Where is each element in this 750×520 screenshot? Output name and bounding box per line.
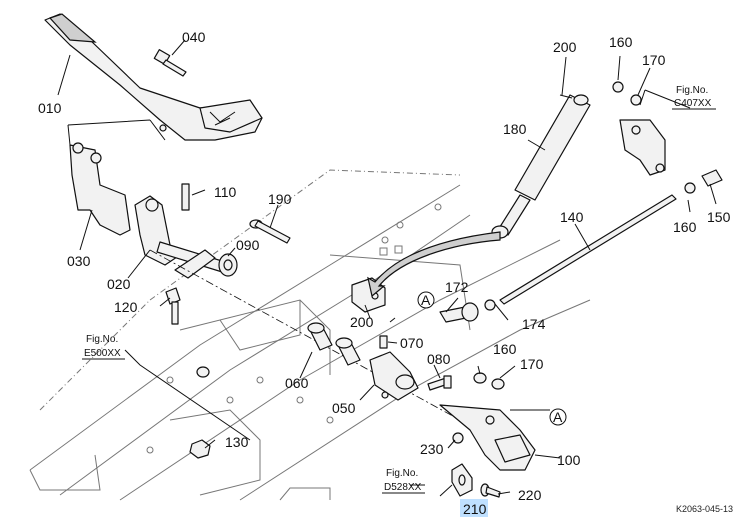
ref-d528-number: D528XX bbox=[384, 482, 422, 493]
direction-arrow bbox=[367, 231, 501, 298]
label-174: 174 bbox=[522, 316, 546, 332]
leader-lines bbox=[57, 39, 717, 497]
bracket-030 bbox=[67, 119, 166, 236]
label-180: 180 bbox=[503, 121, 527, 137]
label-010: 010 bbox=[38, 100, 62, 116]
clip-210 bbox=[451, 463, 473, 497]
label-160-top: 160 bbox=[609, 34, 633, 50]
pin-200-upper bbox=[559, 94, 573, 99]
label-150: 150 bbox=[707, 209, 731, 225]
ref-c407-number: C407XX bbox=[674, 98, 712, 109]
label-090: 090 bbox=[236, 237, 260, 253]
marker-a-right-label: A bbox=[553, 409, 563, 425]
highlight-210 bbox=[460, 499, 488, 517]
brake-pedal-010 bbox=[44, 13, 263, 141]
marker-a-right bbox=[510, 408, 567, 426]
label-160-mid: 160 bbox=[493, 341, 517, 357]
boss-050 bbox=[369, 351, 419, 401]
marker-a-left-label: A bbox=[421, 292, 431, 308]
lever-100 bbox=[439, 404, 536, 471]
label-040: 040 bbox=[182, 29, 206, 45]
ref-c407-fig: Fig.No. bbox=[676, 85, 708, 96]
pedal-arm-020 bbox=[134, 195, 236, 279]
bolt-120 bbox=[165, 287, 181, 325]
label-172: 172 bbox=[445, 279, 469, 295]
label-220: 220 bbox=[518, 487, 542, 503]
label-120: 120 bbox=[114, 299, 138, 315]
gas-spring-180 bbox=[491, 94, 591, 239]
label-030: 030 bbox=[67, 253, 91, 269]
pin-190 bbox=[249, 219, 291, 244]
grease-fitting-070 bbox=[379, 335, 388, 349]
joint-172 bbox=[439, 302, 479, 323]
label-230: 230 bbox=[420, 441, 444, 457]
label-100: 100 bbox=[557, 452, 581, 468]
label-170-mid: 170 bbox=[520, 356, 544, 372]
label-210: 210 bbox=[463, 501, 487, 517]
label-020: 020 bbox=[107, 276, 131, 292]
label-050: 050 bbox=[332, 400, 356, 416]
label-200-lower: 200 bbox=[350, 314, 374, 330]
joint-150 bbox=[684, 169, 723, 194]
label-070: 070 bbox=[400, 335, 424, 351]
nut-washer-mid bbox=[473, 372, 505, 390]
bolt-040 bbox=[153, 49, 187, 77]
nut-left bbox=[196, 366, 210, 378]
drawing-code: K2063-045-13 bbox=[676, 504, 733, 514]
label-200-upper: 200 bbox=[553, 39, 577, 55]
washer-090 bbox=[218, 253, 238, 277]
nut-130 bbox=[189, 439, 211, 459]
marker-a-left bbox=[417, 291, 435, 309]
ref-e500-number: E500XX bbox=[84, 348, 121, 359]
ref-d528-fig: Fig.No. bbox=[386, 468, 418, 479]
bolt-080 bbox=[427, 375, 452, 391]
label-170-top: 170 bbox=[642, 52, 666, 68]
label-160-right: 160 bbox=[673, 219, 697, 235]
nut-230 bbox=[452, 432, 464, 444]
ref-e500-fig: Fig.No. bbox=[86, 334, 118, 345]
nut-174 bbox=[484, 299, 496, 311]
label-190: 190 bbox=[268, 191, 292, 207]
label-060: 060 bbox=[285, 375, 309, 391]
label-080: 080 bbox=[427, 351, 451, 367]
bushing-060 bbox=[307, 322, 361, 366]
label-130: 130 bbox=[225, 434, 249, 450]
label-110: 110 bbox=[214, 184, 237, 200]
label-140: 140 bbox=[560, 209, 584, 225]
pin-110 bbox=[181, 183, 190, 211]
rod-140 bbox=[499, 194, 677, 305]
bolt-220 bbox=[480, 483, 501, 498]
upper-bracket bbox=[612, 81, 666, 176]
